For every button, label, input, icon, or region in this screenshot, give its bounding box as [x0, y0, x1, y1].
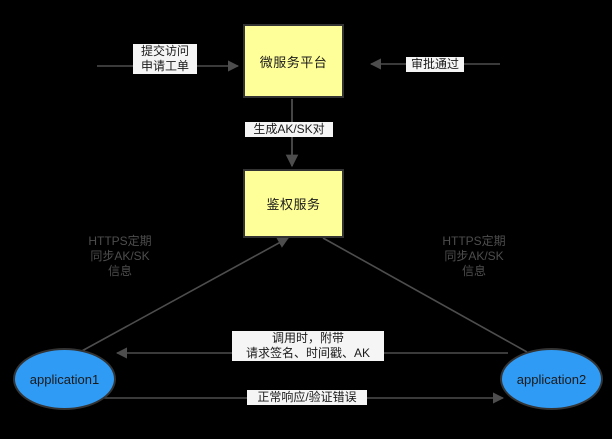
edge-label-sync-right: HTTPS定期 同步AK/SK 信息	[442, 234, 506, 278]
node-application2-label: application2	[516, 371, 587, 387]
node-application1[interactable]: application1	[13, 348, 116, 410]
edge-label-invoke-call: 调用时，附带 请求签名、时间戳、AK	[232, 331, 384, 361]
node-platform-label: 微服务平台	[259, 54, 328, 70]
edge-label-normal-response: 正常响应/验证错误	[247, 390, 367, 405]
edge-label-sync-left: HTTPS定期 同步AK/SK 信息	[88, 234, 152, 278]
edge-label-generate-aksk: 生成AK/SK对	[245, 122, 333, 137]
node-platform[interactable]: 微服务平台	[243, 24, 344, 98]
node-auth-service-label: 鉴权服务	[266, 197, 321, 212]
edge-label-submit-request: 提交访问 申请工单	[133, 44, 197, 74]
edge-label-approval-passed: 审批通过	[406, 57, 464, 72]
node-application1-label: application1	[29, 371, 100, 387]
node-auth-service[interactable]: 鉴权服务	[243, 169, 344, 238]
node-application2[interactable]: application2	[500, 348, 603, 410]
edge-sync-left	[79, 237, 289, 353]
edge-sync-right	[322, 237, 528, 353]
